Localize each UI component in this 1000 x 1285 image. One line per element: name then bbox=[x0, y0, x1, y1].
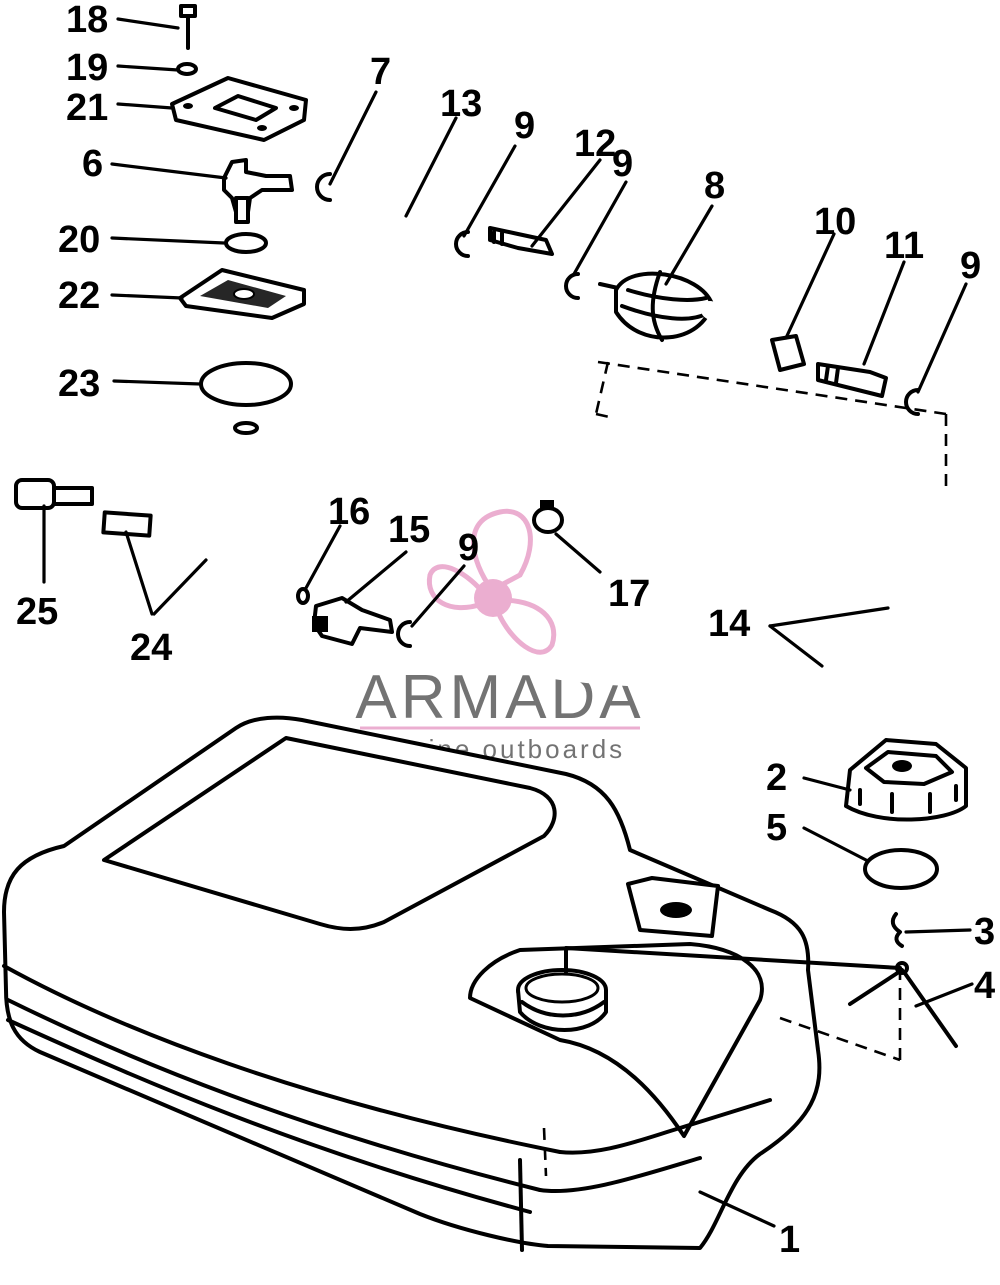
part-9-clamp-c bbox=[904, 388, 920, 416]
callout-19: 19 bbox=[66, 47, 108, 89]
primer-bracket-dashed bbox=[594, 360, 948, 490]
part-16-o-ring bbox=[296, 587, 310, 605]
callout-9-c: 9 bbox=[960, 245, 981, 287]
part-14-fuel-hose bbox=[422, 422, 898, 688]
callout-labels: 1 2 3 4 5 6 7 8 9 9 9 9 10 11 12 13 14 1… bbox=[16, 0, 995, 1261]
callout-12: 12 bbox=[574, 123, 616, 165]
callout-9-b: 9 bbox=[612, 143, 633, 185]
part-17-hose-clamp bbox=[532, 500, 564, 534]
callout-18: 18 bbox=[66, 0, 108, 41]
callout-7: 7 bbox=[370, 51, 391, 93]
pickup-tube bbox=[170, 420, 259, 548]
part-7-clamp bbox=[315, 172, 332, 202]
tank-dashed-guide bbox=[779, 972, 902, 1062]
part-1-fuel-tank bbox=[2, 715, 902, 1252]
armada-watermark: ARMADA marine outboards bbox=[355, 508, 641, 764]
part-2-filler-cap bbox=[844, 738, 968, 822]
callout-20: 20 bbox=[58, 219, 100, 261]
callout-15: 15 bbox=[388, 509, 430, 551]
part-19-washer bbox=[176, 62, 198, 76]
part-15-tank-connector bbox=[312, 596, 394, 646]
callout-22: 22 bbox=[58, 275, 100, 317]
callout-23: 23 bbox=[58, 363, 100, 405]
callout-5: 5 bbox=[766, 807, 787, 849]
part-18-screw bbox=[179, 4, 197, 50]
part-21-cover-plate bbox=[170, 76, 308, 142]
callout-14: 14 bbox=[708, 603, 750, 645]
part-9-clamp-a bbox=[454, 230, 470, 258]
callout-2: 2 bbox=[766, 757, 787, 799]
propeller-logo-icon bbox=[426, 508, 557, 655]
callout-17: 17 bbox=[608, 573, 650, 615]
part-13-hose-short bbox=[338, 198, 446, 244]
callout-4: 4 bbox=[974, 965, 995, 1007]
part-20-o-ring bbox=[224, 232, 268, 254]
part-5-cap-seal bbox=[863, 848, 939, 890]
part-10-check-valve bbox=[770, 334, 806, 372]
callout-25: 25 bbox=[16, 591, 58, 633]
callout-9-a: 9 bbox=[514, 105, 535, 147]
callout-1: 1 bbox=[779, 1219, 800, 1261]
callout-24: 24 bbox=[130, 627, 172, 669]
part-12-connector bbox=[488, 226, 554, 256]
part-25-filter bbox=[14, 478, 94, 510]
callout-3: 3 bbox=[974, 911, 995, 953]
callout-8: 8 bbox=[704, 165, 725, 207]
callout-10: 10 bbox=[814, 201, 856, 243]
part-11-connector bbox=[816, 362, 888, 398]
callout-21: 21 bbox=[66, 87, 108, 129]
callout-9-d: 9 bbox=[458, 527, 479, 569]
part-6-elbow-fitting bbox=[222, 158, 294, 224]
part-9-clamp-b bbox=[564, 272, 580, 300]
callout-11: 11 bbox=[884, 225, 924, 267]
leader-lines bbox=[42, 17, 974, 1228]
callout-16: 16 bbox=[328, 491, 370, 533]
callout-13: 13 bbox=[440, 83, 482, 125]
part-4-tether bbox=[848, 961, 958, 1048]
part-8-primer-bulb bbox=[598, 270, 749, 342]
part-22-pickup-plate bbox=[178, 268, 306, 320]
part-9-clamp-d bbox=[396, 620, 412, 648]
part-24-filter-sleeve bbox=[101, 510, 153, 538]
part-23-gasket bbox=[199, 361, 293, 407]
callout-6: 6 bbox=[82, 143, 103, 185]
part-3-clip bbox=[890, 912, 904, 948]
